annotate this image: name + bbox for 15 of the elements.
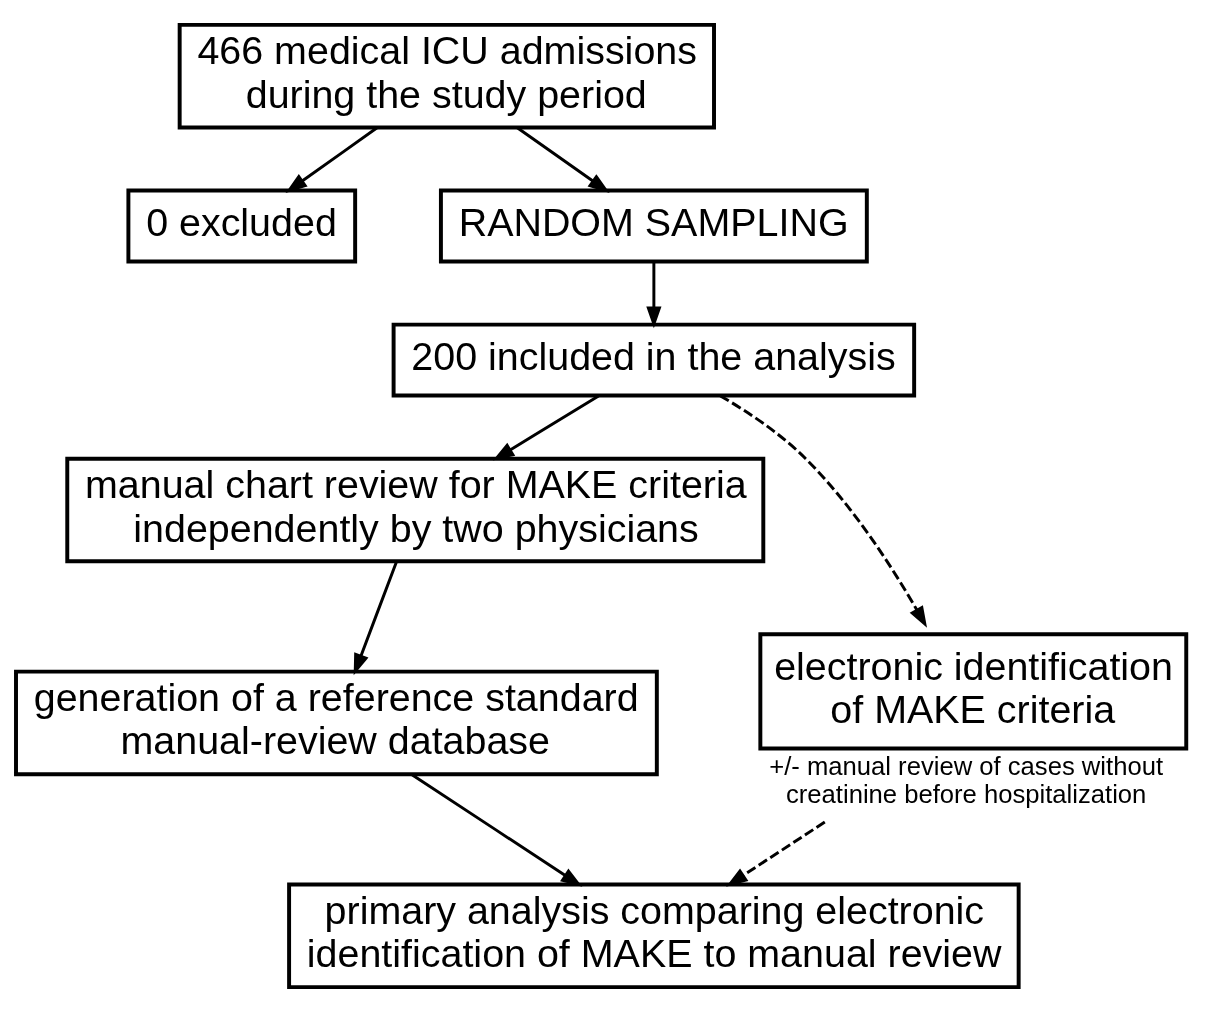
- node-box: RANDOM SAMPLING: [438, 188, 869, 263]
- arrow: [646, 261, 662, 328]
- node-box: primary analysis comparing electronic identification of MAKE to manual review: [287, 882, 1021, 989]
- arrow: [353, 560, 398, 675]
- arrow: [726, 820, 826, 887]
- node-label: +/- manual review of cases without creatinine before hospitalization: [769, 751, 1164, 808]
- node-box: electronic identification of MAKE criteria: [758, 631, 1189, 750]
- arrow: [719, 394, 928, 628]
- node-box: generation of a reference standard manual-review database: [14, 669, 659, 776]
- node-box: manual chart review for MAKE criteria independently by two physicians: [65, 456, 766, 563]
- arrow: [492, 394, 600, 461]
- node-box: 200 included in the analysis: [391, 322, 917, 398]
- node-box: 0 excluded: [126, 188, 358, 263]
- node-box: 466 medical ICU admissions during the study period: [177, 22, 716, 129]
- arrow: [410, 772, 583, 887]
